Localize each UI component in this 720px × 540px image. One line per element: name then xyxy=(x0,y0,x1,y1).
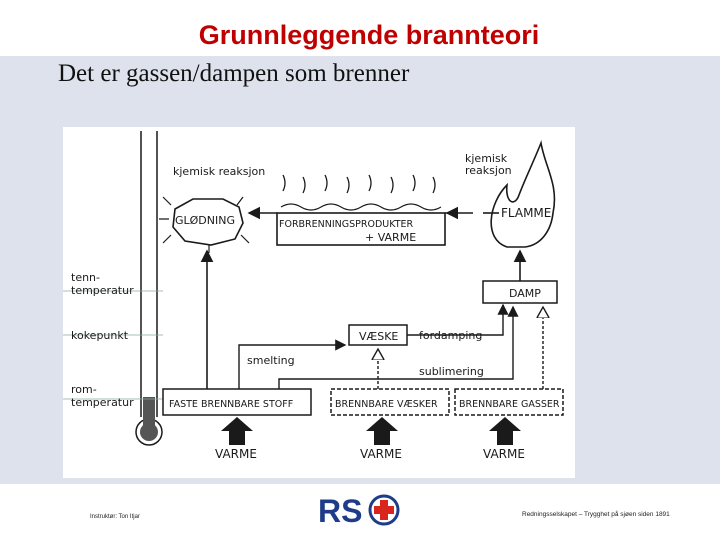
label-varme-1: VARME xyxy=(215,447,257,461)
label-tenn-1: tenn- xyxy=(71,271,100,284)
label-brennbare-gasser: BRENNBARE GASSER xyxy=(459,399,560,410)
arrow-smelting xyxy=(238,339,347,389)
produkter-box xyxy=(276,174,446,246)
page-title: Grunnleggende brannteori xyxy=(198,20,540,50)
glodning-shape xyxy=(159,196,250,253)
faste-box xyxy=(162,388,312,416)
footer-instructor: Instruktør: Ton Itjar xyxy=(90,514,140,520)
label-flamme: FLAMME xyxy=(501,206,551,220)
label-varme-2: VARME xyxy=(360,447,402,461)
label-glodning: GLØDNING xyxy=(175,214,235,227)
label-smelting: smelting xyxy=(247,354,295,367)
arrow-sublimering xyxy=(278,305,519,389)
heat-arrow-1 xyxy=(221,417,253,445)
thermometer xyxy=(63,131,163,446)
label-veske: VÆSKE xyxy=(359,330,398,343)
label-varme-3: VARME xyxy=(483,447,525,461)
vesker-box xyxy=(330,388,450,416)
flame-shape xyxy=(490,140,556,248)
label-kjemisk-right-1: kjemisk xyxy=(465,152,508,165)
label-faste: FASTE BRENNBARE STOFF xyxy=(169,399,293,410)
label-varme-plus: + VARME xyxy=(365,231,416,244)
label-rom-2: temperatur xyxy=(71,396,134,409)
label-kokepunkt: kokepunkt xyxy=(71,329,129,342)
label-kjemisk-right-2: reaksjon xyxy=(465,164,512,177)
page-subtitle: Det er gassen/dampen som brenner xyxy=(58,60,410,87)
heat-arrow-2 xyxy=(366,417,398,445)
diagram-svg: tenn- temperatur kokepunkt rom- temperat… xyxy=(63,131,564,461)
label-damp: DAMP xyxy=(509,287,541,300)
rs-logo: RS xyxy=(318,493,400,528)
label-tenn-2: temperatur xyxy=(71,284,134,297)
gasser-box xyxy=(454,388,564,416)
label-rom-1: rom- xyxy=(71,383,97,396)
label-produkter: FORBRENNINGSPRODUKTER xyxy=(279,219,414,230)
label-brennbare-vesker: BRENNBARE VÆSKER xyxy=(335,399,438,410)
fire-theory-diagram: tenn- temperatur kokepunkt rom- temperat… xyxy=(63,127,575,478)
logo-text: RS xyxy=(318,493,362,528)
label-kjemisk-left: kjemisk reaksjon xyxy=(173,165,265,178)
arrow-fordamping xyxy=(407,303,509,336)
heat-arrow-3 xyxy=(489,417,521,445)
label-sublimering: sublimering xyxy=(419,365,484,378)
footer-org: Redningsselskapet – Trygghet på sjøen si… xyxy=(522,511,670,518)
